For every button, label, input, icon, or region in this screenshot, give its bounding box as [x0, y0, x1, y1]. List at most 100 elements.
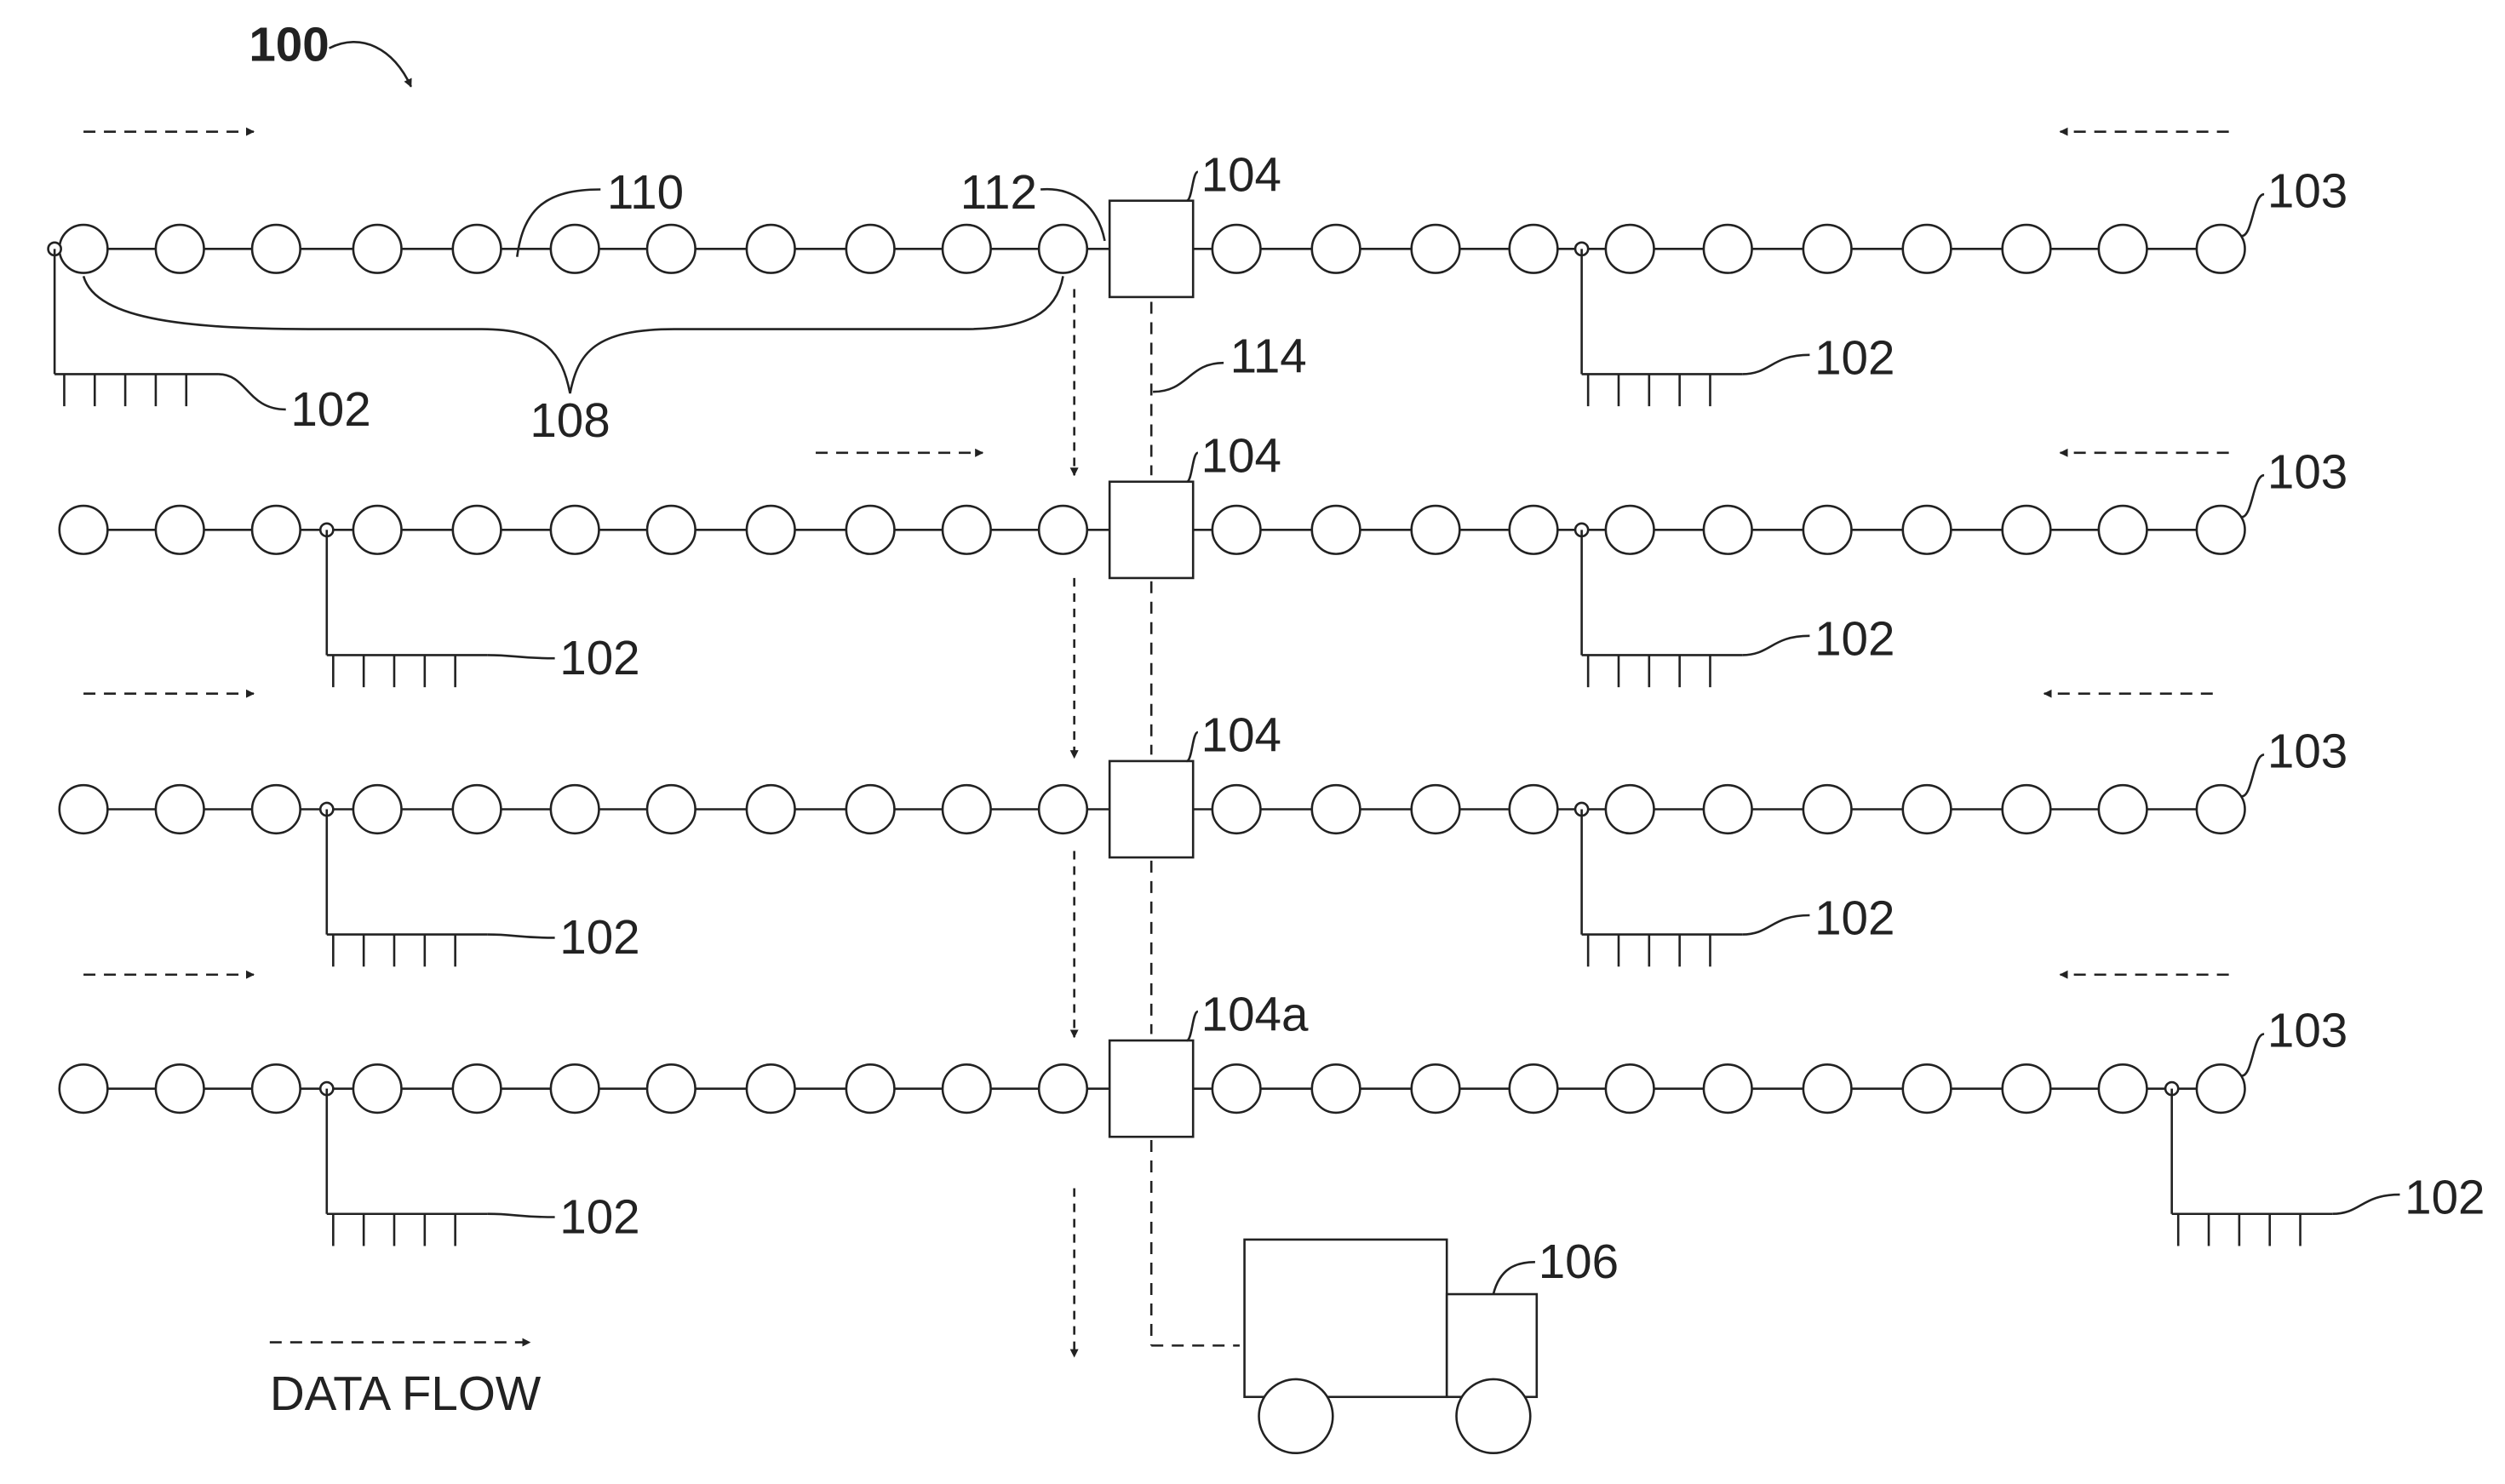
- node-icon: [1039, 1064, 1087, 1113]
- node-icon: [1704, 506, 1752, 554]
- leader-line: [219, 374, 286, 410]
- node-icon: [2003, 785, 2051, 834]
- gateway-label: 104: [1201, 708, 1281, 762]
- node-icon: [156, 785, 204, 834]
- node-icon: [2197, 1064, 2245, 1113]
- node-icon: [747, 225, 795, 273]
- leader-line: [2242, 475, 2264, 517]
- truck-icon: [1245, 1240, 1537, 1453]
- node-icon: [1510, 506, 1558, 554]
- leader-line: [1187, 1011, 1198, 1040]
- node-icon: [943, 785, 991, 834]
- node-icon: [747, 785, 795, 834]
- node-icon: [1039, 225, 1087, 273]
- label-102: 102: [559, 1189, 639, 1243]
- node-icon: [252, 506, 301, 554]
- node-icon: [353, 506, 402, 554]
- node-icon: [60, 506, 108, 554]
- node-icon: [60, 1064, 108, 1113]
- node-icon: [1903, 785, 1952, 834]
- node-icon: [2197, 785, 2245, 834]
- leader-line: [2242, 754, 2264, 796]
- node-icon: [943, 506, 991, 554]
- node-icon: [453, 506, 502, 554]
- data-flow-arrows: [83, 132, 2229, 1357]
- node-icon: [551, 225, 599, 273]
- node-icon: [1312, 1064, 1361, 1113]
- node-icon: [1704, 1064, 1752, 1113]
- node-icon: [60, 225, 108, 273]
- gateway-box: [1109, 201, 1193, 297]
- node-icon: [846, 785, 895, 834]
- node-icon: [1312, 225, 1361, 273]
- leader-line: [1493, 1262, 1535, 1294]
- node-icon: [1803, 225, 1852, 273]
- node-icon: [2099, 785, 2147, 834]
- node-icon: [647, 506, 696, 554]
- mesh-row: 104102102103: [49, 147, 2348, 435]
- label-102: 102: [1814, 330, 1895, 384]
- node-icon: [1312, 785, 1361, 834]
- node-icon: [551, 1064, 599, 1113]
- node-icon: [943, 225, 991, 273]
- node-icon: [1510, 1064, 1558, 1113]
- node-icon: [1803, 1064, 1852, 1113]
- mesh-row: 104102102103: [60, 708, 2347, 967]
- node-icon: [156, 225, 204, 273]
- node-icon: [1704, 225, 1752, 273]
- node-icon: [647, 225, 696, 273]
- node-icon: [1212, 1064, 1261, 1113]
- leader-line: [487, 1214, 554, 1218]
- gateway-label: 104: [1201, 428, 1281, 482]
- label-103: 103: [2267, 724, 2347, 777]
- leader-line: [1187, 732, 1198, 761]
- truck-cargo: [1245, 1240, 1447, 1397]
- gateway-box: [1109, 482, 1193, 578]
- label-103: 103: [2267, 163, 2347, 217]
- node-icon: [647, 1064, 696, 1113]
- leader-line: [1742, 355, 1809, 375]
- node-icon: [1606, 1064, 1654, 1113]
- node-icon: [1903, 225, 1952, 273]
- leader-line: [1153, 363, 1224, 392]
- gateway-box: [1109, 1040, 1193, 1137]
- node-icon: [846, 225, 895, 273]
- gateway-label: 104: [1201, 147, 1281, 201]
- node-icon: [252, 225, 301, 273]
- node-icon: [1803, 506, 1852, 554]
- node-icon: [1510, 225, 1558, 273]
- figure-ref: 100: [249, 18, 329, 72]
- label-103: 103: [2267, 1004, 2347, 1057]
- node-icon: [353, 1064, 402, 1113]
- label-106: 106: [1539, 1235, 1619, 1288]
- node-icon: [453, 785, 502, 834]
- node-icon: [1412, 225, 1460, 273]
- node-icon: [60, 785, 108, 834]
- node-icon: [846, 506, 895, 554]
- node-icon: [353, 785, 402, 834]
- truck-wheel: [1259, 1379, 1333, 1453]
- node-icon: [1803, 785, 1852, 834]
- node-icon: [1312, 506, 1361, 554]
- leader-line: [487, 655, 554, 658]
- node-icon: [2099, 225, 2147, 273]
- node-icon: [1903, 506, 1952, 554]
- leader-line: [2242, 1034, 2264, 1076]
- node-icon: [1212, 225, 1261, 273]
- node-icon: [1704, 785, 1752, 834]
- node-icon: [747, 1064, 795, 1113]
- node-icon: [551, 506, 599, 554]
- truck-wheel: [1457, 1379, 1531, 1453]
- label-114: 114: [1230, 329, 1307, 383]
- node-icon: [252, 785, 301, 834]
- label-102: 102: [559, 910, 639, 964]
- gateway-box: [1109, 761, 1193, 857]
- leader-line: [2242, 194, 2264, 236]
- node-icon: [2003, 1064, 2051, 1113]
- node-icon: [1412, 1064, 1460, 1113]
- node-icon: [2099, 1064, 2147, 1113]
- node-icon: [1606, 785, 1654, 834]
- node-icon: [1606, 506, 1654, 554]
